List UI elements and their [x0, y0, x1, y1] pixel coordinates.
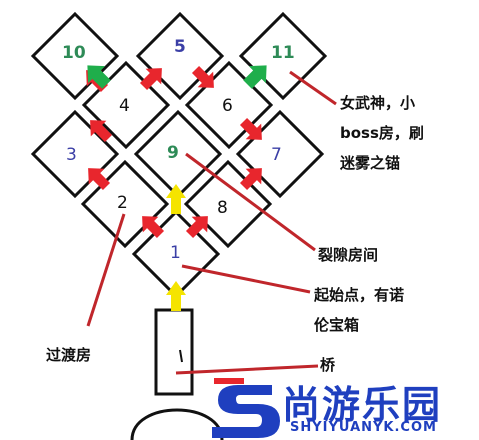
room-10-label: 10 — [62, 43, 86, 63]
room-9-label: 9 — [167, 143, 179, 163]
annotation-start-point: 起始点，有诺 伦宝箱 — [314, 280, 404, 340]
entrance-corridor — [154, 308, 194, 396]
arrow-to-10-green — [87, 65, 111, 89]
room-7-label: 7 — [271, 145, 282, 165]
arrow-1-to-2 — [142, 216, 165, 239]
connection-arrows — [86, 65, 267, 311]
pointer-rift — [185, 152, 316, 252]
arrow-entrance-yellow — [166, 281, 186, 311]
annotation-transition-room: 过渡房 — [46, 346, 92, 364]
corridor-mark — [179, 349, 183, 363]
watermark-logo-text: 尚游乐园 — [282, 383, 443, 427]
annotation-valkyrie-line3: 迷雾之锚 — [340, 154, 401, 172]
arrow-6-to-7 — [239, 117, 262, 140]
watermark-url: SHYIYUANYK.COM — [290, 420, 437, 435]
arrow-4-to-3 — [90, 120, 113, 143]
pointer-bridge — [175, 364, 319, 375]
watermark-s-mark — [212, 385, 280, 438]
room-8-label: 8 — [217, 198, 228, 218]
room-5-label: 5 — [174, 37, 186, 57]
annotation-valkyrie-line2: boss房，刷 — [340, 124, 424, 142]
arrow-to-11-green — [243, 65, 267, 89]
arrow-2-to-3 — [88, 168, 111, 191]
annotation-valkyrie-line1: 女武神，小 — [340, 94, 416, 112]
pointer-start — [181, 264, 311, 294]
annotation-bridge: 桥 — [320, 356, 336, 374]
arrow-1-to-8 — [185, 216, 208, 239]
bridge-arc — [130, 408, 224, 440]
arrow-4-to-5 — [139, 68, 162, 91]
pointer-valkyrie — [289, 70, 337, 106]
pointer-transition — [86, 213, 126, 327]
annotation-pointers — [86, 70, 337, 375]
room-4-label: 4 — [119, 96, 130, 116]
annotation-start-line2: 伦宝箱 — [314, 316, 360, 334]
room-3-label: 3 — [66, 145, 77, 165]
watermark-logo — [212, 378, 280, 438]
arrow-8-to-7 — [239, 168, 262, 191]
room-6-label: 6 — [222, 96, 233, 116]
annotation-rift-room: 裂隙房间 — [318, 246, 379, 264]
arrow-1-to-9-yellow — [166, 184, 186, 214]
room-11-label: 11 — [271, 43, 295, 63]
room-2-label: 2 — [117, 193, 128, 213]
annotation-start-line1: 起始点，有诺 — [314, 286, 405, 304]
room-1-label: 1 — [170, 243, 181, 263]
arrow-5-to-6 — [191, 65, 214, 88]
annotation-valkyrie: 女武神，小 boss房，刷 迷雾之锚 — [340, 88, 424, 178]
